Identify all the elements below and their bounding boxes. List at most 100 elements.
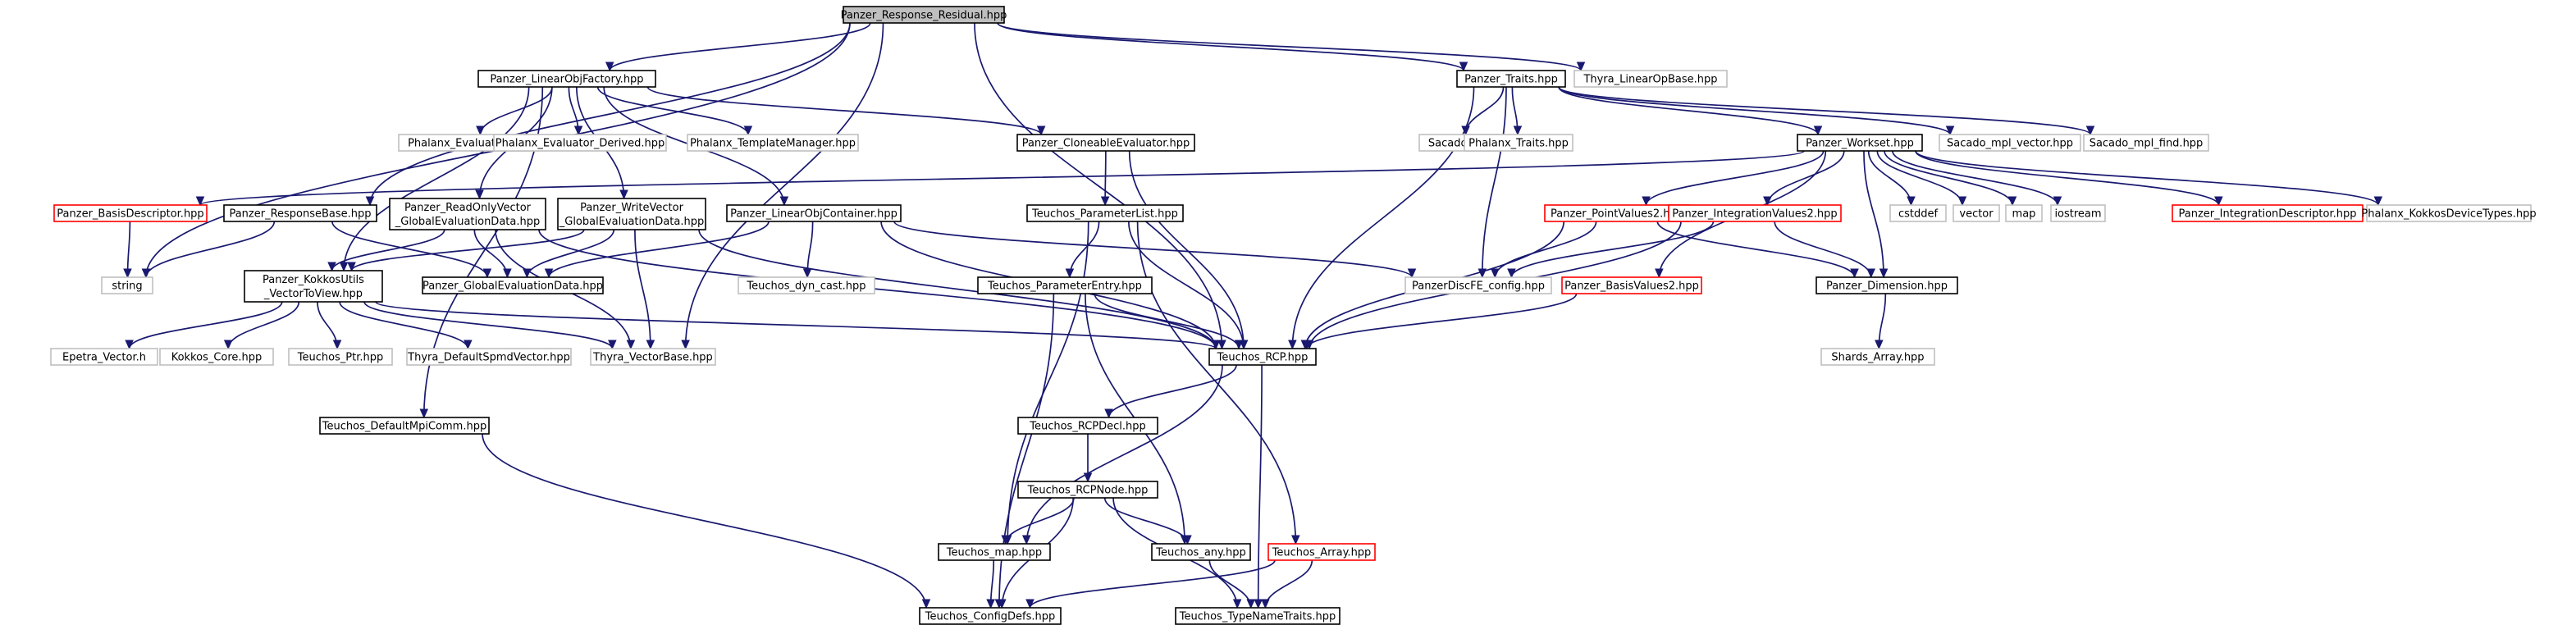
edge-workset-to-basisdesc — [199, 150, 1805, 206]
node-typenametraits[interactable]: Teuchos_TypeNameTraits.hpp — [1175, 607, 1341, 625]
edge-paramentry-to-rcp — [1094, 293, 1240, 349]
arrowhead-paramlist-to-paramentry — [1065, 268, 1075, 279]
node-label-rcp: Teuchos_RCP.hpp — [1217, 352, 1309, 364]
node-label-cstddef: cstddef — [1898, 208, 1939, 221]
node-tmap[interactable]: Teuchos_map.hpp — [938, 543, 1051, 561]
node-label-intvalues2: Panzer_IntegrationValues2.hpp — [1672, 208, 1837, 221]
node-tany[interactable]: Teuchos_any.hpp — [1151, 543, 1251, 561]
node-box-intvalues2 — [1668, 204, 1842, 222]
node-box-map — [2005, 204, 2043, 222]
node-label-writevector-line2: _GlobalEvaluationData.hpp — [559, 216, 704, 228]
edge-writevector-to-globaleval — [526, 229, 615, 278]
node-traits[interactable]: Panzer_Traits.hpp — [1456, 70, 1566, 88]
edge-workset-to-intdesc — [1915, 150, 2220, 206]
node-box-mpicomm — [319, 417, 490, 435]
node-label-tarray: Teuchos_Array.hpp — [1272, 547, 1372, 559]
node-label-paramentry: Teuchos_ParameterEntry.hpp — [987, 281, 1142, 293]
node-box-thyra_spmd — [406, 348, 572, 366]
node-label-writevector-line1: Panzer_WriteVector — [580, 202, 684, 214]
node-label-mpicomm: Teuchos_DefaultMpiComm.hpp — [322, 421, 486, 433]
node-label-thyra_vb: Thyra_VectorBase.hpp — [592, 352, 713, 364]
arrowhead-rcpnode-to-typenametraits — [1232, 599, 1242, 609]
node-layer: Panzer_Response_Residual.hppPanzer_Linea… — [50, 6, 2537, 625]
node-linobjcontainer[interactable]: Panzer_LinearObjContainer.hpp — [726, 204, 902, 222]
node-globaleval[interactable]: Panzer_GlobalEvaluationData.hpp — [422, 276, 604, 294]
node-box-paramlist — [1026, 204, 1184, 222]
node-box-sacado_vector — [1939, 134, 2081, 152]
arrowhead-root-to-linobjfactory — [605, 62, 614, 72]
node-box-intdesc — [2172, 204, 2364, 222]
node-rcp[interactable]: Teuchos_RCP.hpp — [1208, 348, 1317, 366]
arrowhead-paramentry-to-rcp — [1234, 340, 1244, 350]
node-cstddef: cstddef — [1889, 204, 1947, 222]
node-label-thyra_linop: Thyra_LinearOpBase.hpp — [1583, 74, 1717, 86]
node-workset[interactable]: Panzer_Workset.hpp — [1797, 134, 1923, 152]
edge-linobjcontainer-to-discfe — [893, 221, 1413, 278]
node-box-rcpdecl — [1017, 417, 1158, 435]
edge-layer — [123, 22, 2383, 609]
node-string: string — [101, 276, 153, 294]
arrowhead-linobjfactory-to-linobjcontainer — [779, 196, 789, 207]
node-sacado_vector: Sacado_mpl_vector.hpp — [1939, 134, 2081, 152]
node-readonly[interactable]: Panzer_ReadOnlyVector_GlobalEvaluationDa… — [389, 198, 546, 230]
node-pointvalues2[interactable]: Panzer_PointValues2.hpp — [1544, 204, 1690, 222]
edge-writevector-to-kokkosutils — [350, 229, 585, 271]
arrowhead-kokkosutils-to-thyra_vb — [608, 340, 617, 350]
arrowhead-mpicomm-to-configdefs — [921, 599, 931, 609]
edge-pointvalues2-to-discfe — [1494, 221, 1597, 278]
node-map: map — [2005, 204, 2043, 222]
node-dimension[interactable]: Panzer_Dimension.hpp — [1816, 276, 1958, 294]
node-rcpdecl[interactable]: Teuchos_RCPDecl.hpp — [1017, 417, 1158, 435]
node-box-dyncast — [738, 276, 875, 294]
node-label-kokkos_core: Kokkos_Core.hpp — [171, 352, 263, 364]
node-box-workset — [1797, 134, 1923, 152]
node-label-tany: Teuchos_any.hpp — [1155, 547, 1246, 559]
edge-kokkosutils-to-epetra — [128, 301, 283, 349]
arrowhead-basisdesc-to-string — [123, 268, 132, 279]
node-cloneable[interactable]: Panzer_CloneableEvaluator.hpp — [1016, 134, 1195, 152]
node-intvalues2[interactable]: Panzer_IntegrationValues2.hpp — [1668, 204, 1842, 222]
arrowhead-kokkosutils-to-epetra — [125, 340, 134, 350]
node-kokkosutils[interactable]: Panzer_KokkosUtils_VectorToView.hpp — [244, 270, 383, 303]
node-box-basisvalues2 — [1561, 276, 1702, 294]
arrowhead-rcpnode-to-tany — [1183, 535, 1192, 545]
node-intdesc[interactable]: Panzer_IntegrationDescriptor.hpp — [2172, 204, 2364, 222]
node-mpicomm[interactable]: Teuchos_DefaultMpiComm.hpp — [319, 417, 490, 435]
arrowhead-linobjcontainer-to-discfe — [1407, 268, 1417, 279]
edge-workset-to-iostream — [1892, 150, 2058, 206]
edge-linobjfactory-to-phalanx_tm — [596, 86, 749, 135]
node-writevector[interactable]: Panzer_WriteVector _GlobalEvaluationData.… — [557, 198, 706, 230]
node-tarray[interactable]: Teuchos_Array.hpp — [1267, 543, 1376, 561]
arrowhead-linobjfactory-to-phalanx_eval_derived — [573, 125, 583, 136]
node-box-readonly — [389, 198, 546, 230]
node-responsebase[interactable]: Panzer_ResponseBase.hpp — [223, 204, 377, 222]
arrowhead-tmap-to-configdefs — [986, 599, 995, 609]
arrowhead-kokkosutils-to-thyra_spmd — [464, 340, 473, 350]
node-label-root: Panzer_Response_Residual.hpp — [841, 10, 1007, 22]
node-linobjfactory[interactable]: Panzer_LinearObjFactory.hpp — [477, 70, 656, 88]
edge-rcp-to-rcpdecl — [1108, 364, 1237, 418]
edge-pointvalues2-to-dimension — [1656, 221, 1856, 278]
edge-root-to-responsebase — [369, 22, 851, 206]
node-configdefs[interactable]: Teuchos_ConfigDefs.hpp — [919, 607, 1062, 625]
arrowhead-tany-to-typenametraits — [1246, 599, 1255, 609]
node-root[interactable]: Panzer_Response_Residual.hpp — [841, 6, 1007, 24]
node-thyra_spmd: Thyra_DefaultSpmdVector.hpp — [406, 348, 572, 366]
edge-paramlist-to-paramentry — [1069, 221, 1100, 278]
arrowhead-readonly-to-kokkosutils — [327, 262, 336, 272]
node-basisdesc[interactable]: Panzer_BasisDescriptor.hpp — [53, 204, 208, 222]
arrowhead-root-to-traits — [1459, 62, 1468, 72]
node-label-intdesc: Panzer_IntegrationDescriptor.hpp — [2179, 208, 2357, 221]
node-rcpnode[interactable]: Teuchos_RCPNode.hpp — [1017, 481, 1158, 499]
edge-paramlist-to-rcp — [1127, 221, 1245, 349]
node-paramlist[interactable]: Teuchos_ParameterList.hpp — [1026, 204, 1184, 222]
node-box-paramentry — [977, 276, 1153, 294]
node-basisvalues2[interactable]: Panzer_BasisValues2.hpp — [1561, 276, 1702, 294]
edge-root-to-thyra_linop — [997, 22, 1582, 71]
node-label-kokkosutils-line2: _VectorToView.hpp — [263, 288, 363, 300]
edge-mpicomm-to-configdefs — [482, 433, 927, 609]
node-paramentry[interactable]: Teuchos_ParameterEntry.hpp — [977, 276, 1153, 294]
node-kokkos_core: Kokkos_Core.hpp — [159, 348, 274, 366]
edge-linobjcontainer-to-globaleval — [548, 221, 770, 278]
node-box-globaleval — [422, 276, 604, 294]
